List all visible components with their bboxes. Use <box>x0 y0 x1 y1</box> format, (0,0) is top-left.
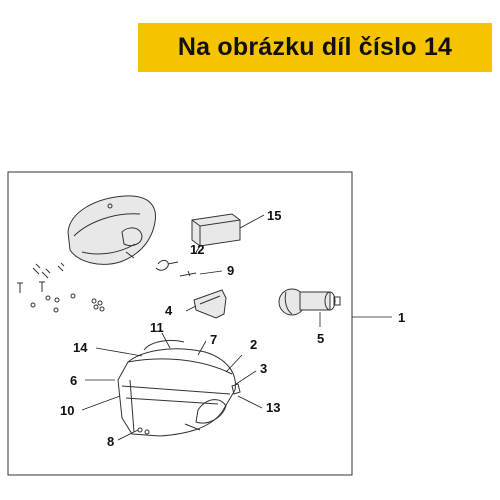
callout-1: 1 <box>398 310 405 325</box>
callout-5: 5 <box>317 331 324 346</box>
screws-hardware <box>17 262 105 313</box>
part-4-bracket <box>193 289 227 319</box>
callout-8: 8 <box>107 434 114 449</box>
title-banner: Na obrázku díl číslo 14 <box>138 23 492 72</box>
open-case-assembly <box>117 339 241 437</box>
callout-4: 4 <box>165 303 173 318</box>
callout-9: 9 <box>227 263 234 278</box>
callout-6: 6 <box>70 373 77 388</box>
callout-2: 2 <box>250 337 257 352</box>
diagram-frame <box>7 171 353 476</box>
callout-7: 7 <box>210 332 217 347</box>
callout-10: 10 <box>60 403 74 418</box>
leader-lines <box>81 214 392 441</box>
callout-15: 15 <box>267 208 281 223</box>
part-5-lock-cylinder <box>278 288 341 316</box>
part-9-pin <box>179 270 197 277</box>
top-case-illustration <box>67 195 157 265</box>
callout-11: 11 <box>150 320 164 335</box>
part-15-box <box>191 213 241 247</box>
callout-13: 13 <box>266 400 280 415</box>
banner-title: Na obrázku díl číslo 14 <box>177 33 453 61</box>
callout-14: 14 <box>73 340 88 355</box>
callout-12: 12 <box>190 242 204 257</box>
part-12-clip <box>155 259 179 271</box>
callout-3: 3 <box>260 361 267 376</box>
